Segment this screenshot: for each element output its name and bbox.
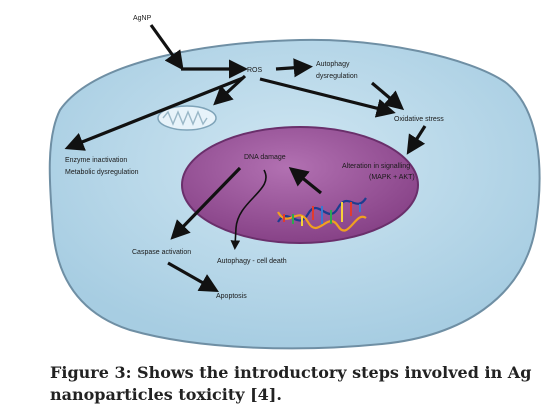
arrow-ros-autophagy (275, 58, 313, 78)
arrow-autophagy-oxidative (370, 81, 405, 111)
label-apoptosis: Apoptosis (216, 293, 247, 300)
arrow-ros-enzyme (64, 76, 244, 151)
label-dna-damage: DNA damage (244, 154, 286, 161)
label-agnp: AgNP (133, 15, 152, 22)
toxicity-diagram: AgNP ROS Autophagy dysregulation Oxidati… (48, 15, 541, 350)
mitochondrion-icon (157, 105, 217, 131)
label-autophagy-dysregulation-2: dysregulation (316, 73, 358, 80)
arrow-caspase-apoptosis (167, 261, 219, 292)
figure-caption: Figure 3: Shows the introductory steps i… (50, 363, 532, 404)
arrow-dna-autophagy (230, 169, 267, 250)
label-alteration-signalling-2: (MAPK + AKT) (369, 174, 415, 181)
label-caspase-activation: Caspase activation (132, 249, 191, 256)
label-metabolic-dysregulation: Metabolic dysregulation (65, 169, 139, 176)
arrow-dna-caspase (170, 166, 242, 240)
arrow-into-nucleus (288, 166, 323, 195)
arrow-oxidative-alteration (406, 125, 427, 155)
label-enzyme-inactivation: Enzyme inactivation (65, 157, 127, 164)
nucleus (181, 126, 419, 244)
label-ros: ROS (247, 67, 263, 74)
label-autophagy-cell-death: Autophagy - cell death (217, 258, 287, 265)
arrow-ros-oxidative (259, 77, 396, 118)
label-alteration-signalling-1: Alteration in signalling (342, 163, 410, 170)
dna-helix-icon (277, 197, 367, 232)
label-autophagy-dysregulation-1: Autophagy (316, 61, 350, 68)
arrow-agnp-down (149, 24, 184, 71)
label-oxidative-stress: Oxidative stress (394, 116, 444, 123)
